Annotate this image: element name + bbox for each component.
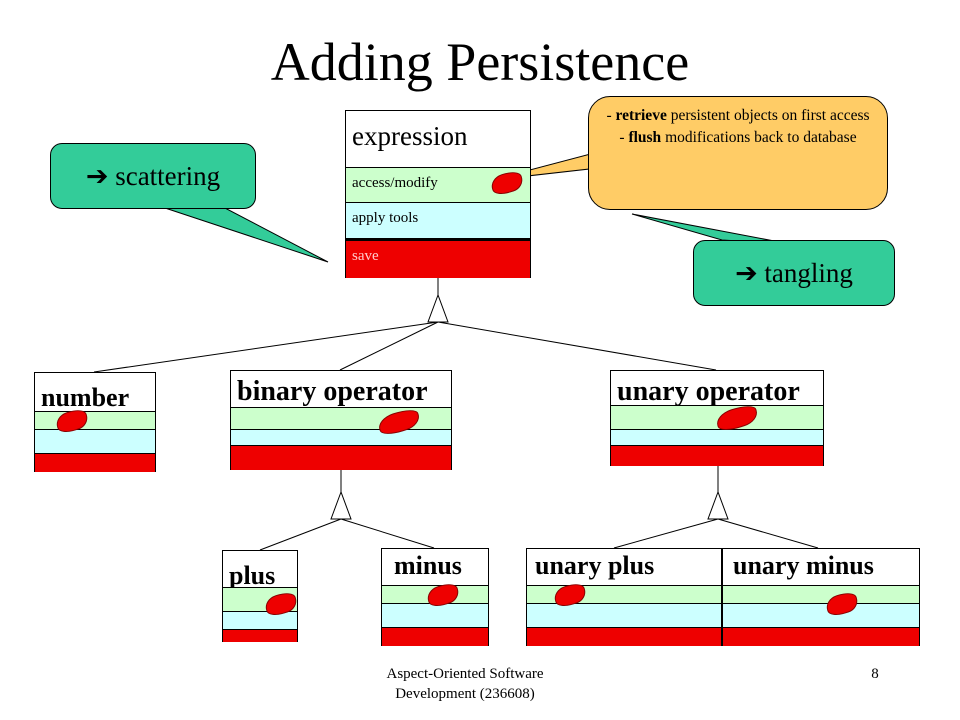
class-plus: plus (222, 550, 298, 642)
retrieve-keyword: retrieve (615, 107, 667, 124)
page-number: 8 (871, 666, 879, 682)
slide-title: Adding Persistence (270, 32, 690, 92)
class-name: expression (352, 121, 468, 151)
inheritance-triangle (427, 293, 449, 323)
class-unary-operator: unary operator (610, 370, 824, 466)
scattering-tail (164, 207, 329, 263)
note-line-flush: - flush modifications back to database (619, 129, 857, 146)
class-number: number (34, 372, 156, 472)
footer-source: Aspect-Oriented Software Development (23… (386, 666, 544, 702)
flush-keyword: flush (628, 129, 662, 146)
class-binary-operator: binary operator (230, 370, 452, 470)
method-apply-tools: apply tools (346, 202, 530, 238)
scattering-label: ➔ scattering (85, 161, 221, 191)
inheritance-triangle (330, 490, 352, 520)
method-save: save (346, 238, 530, 278)
inheritance-triangle (707, 490, 729, 520)
scattering-callout: ➔ scattering (50, 143, 256, 209)
persistence-note-bubble: - retrieve persistent objects on first a… (588, 96, 888, 210)
note-line-retrieve: - retrieve persistent objects on first a… (606, 107, 870, 124)
class-unary-minus: unary minus (722, 548, 920, 646)
tangling-label: ➔ tangling (735, 258, 853, 288)
tangling-callout: ➔ tangling (693, 240, 895, 306)
